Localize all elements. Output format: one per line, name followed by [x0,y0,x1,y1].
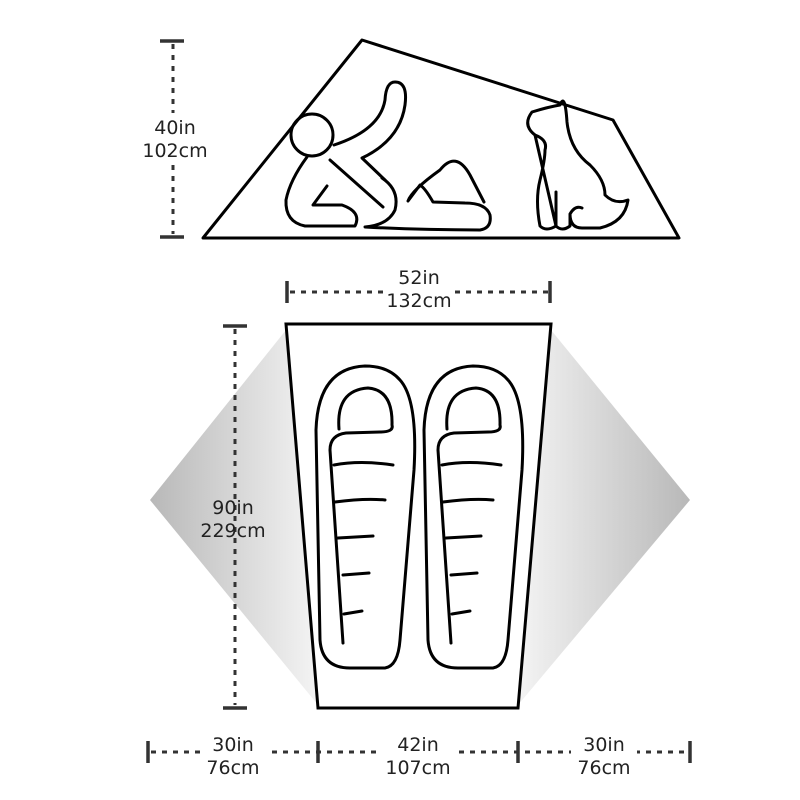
right-vestibule-cm-label: 76cm [577,757,630,779]
floor-plan: 52in 132cm 90in 229cm 30in 76cm 42in 107… [146,264,692,779]
dog-icon [526,99,630,231]
floor-foot-in-label: 42in [397,734,439,756]
tent-floor-outline [284,322,553,710]
height-cm-label: 102cm [142,140,207,162]
sleeping-bag-icon [314,364,417,670]
right-vestibule [518,330,690,705]
side-view: 40in 102cm [138,38,681,240]
width-in-label: 52in [398,267,440,289]
floor-foot-cm-label: 107cm [385,757,450,779]
left-vestibule-cm-label: 76cm [206,757,259,779]
left-vestibule-in-label: 30in [212,734,254,756]
height-in-label: 40in [154,117,196,139]
person-icon [284,80,492,232]
tent-side-outline [201,38,681,240]
right-vestibule-in-label: 30in [583,734,625,756]
length-in-label: 90in [212,497,254,519]
length-cm-label: 229cm [200,520,265,542]
sleeping-bag-icon [422,364,525,670]
width-cm-label: 132cm [386,290,451,312]
